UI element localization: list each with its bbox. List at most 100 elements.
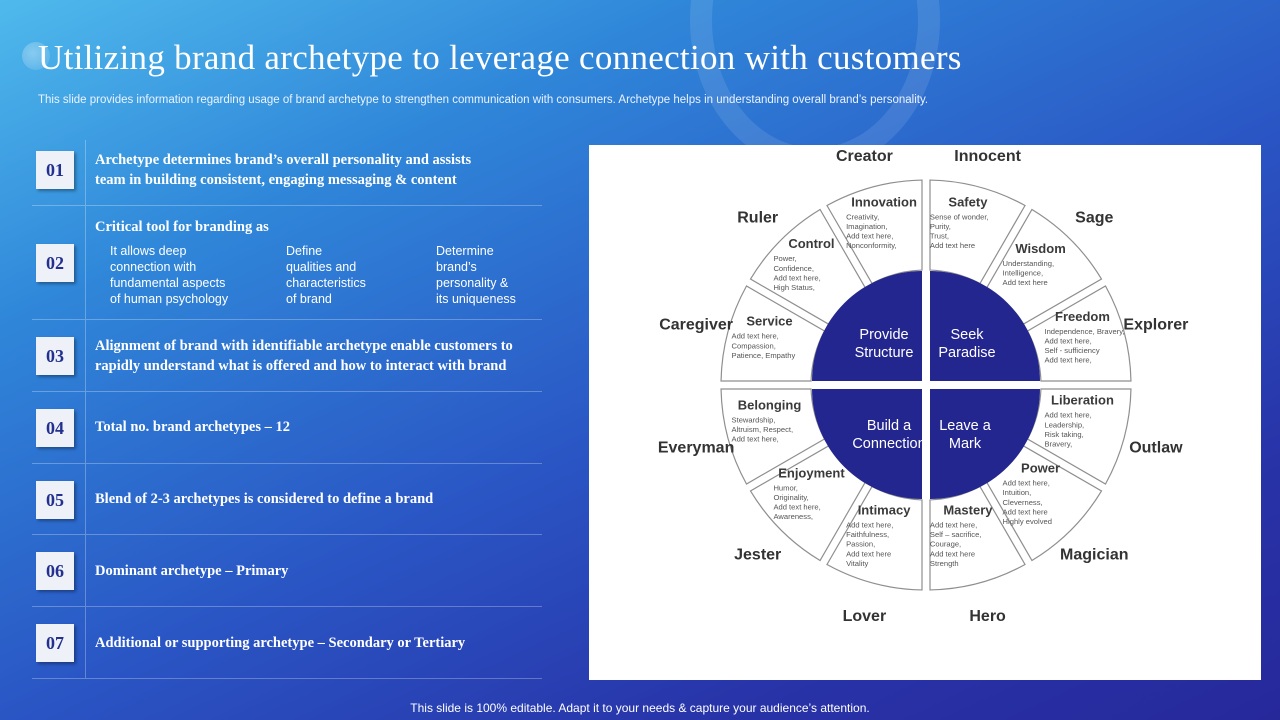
archetype-label: Explorer (1123, 316, 1188, 333)
segment-description: Intelligence, (1003, 269, 1044, 278)
list-item: 01 Archetype determines brand’s overall … (32, 140, 542, 206)
sub-point-line: Determine (436, 244, 494, 258)
segment-description: Add text here, (1003, 479, 1050, 488)
center-quadrant-provide-structure (812, 271, 922, 381)
item-number: 01 (36, 151, 74, 189)
footer-note: This slide is 100% editable. Adapt it to… (410, 701, 870, 715)
item-number: 07 (36, 624, 74, 662)
sub-point-line: connection with (110, 260, 197, 274)
segment-description: Leadership, (1044, 420, 1084, 429)
center-quadrant-label: Structure (855, 345, 914, 361)
item-text: Alignment of brand with identifiable arc… (95, 336, 513, 376)
item-number: 06 (36, 552, 74, 590)
center-quadrant-label: Paradise (938, 345, 995, 361)
segment-heading: Safety (948, 194, 988, 209)
segment-description: Bravery, (1044, 440, 1072, 449)
segment-description: Faithfulness, (846, 530, 889, 539)
segment-description: Understanding, (1003, 259, 1055, 268)
segment-description: Add text here, (773, 273, 820, 282)
item-text-line: Alignment of brand with identifiable arc… (95, 338, 513, 354)
segment-description: Self - sufficiency (1044, 346, 1099, 355)
item-text-line: team in building consistent, engaging me… (95, 172, 457, 188)
segment-description: Compassion, (732, 341, 776, 350)
archetype-label: Jester (734, 546, 781, 563)
center-quadrant-build-a-connection (812, 389, 922, 499)
segment-heading: Innovation (851, 194, 917, 209)
item-text: Additional or supporting archetype – Sec… (95, 635, 466, 651)
segment-description: Add text here, (1044, 411, 1091, 420)
sub-point: It allows deep connection with fundament… (110, 243, 228, 307)
segment-description: Trust, (930, 232, 949, 241)
sub-point: Determine brand’s personality & its uniq… (436, 243, 516, 307)
segment-description: Creativity, (846, 212, 879, 221)
segment-description: Add text here (930, 549, 975, 558)
segment-description: Humor, (773, 483, 797, 492)
sub-point-line: of brand (286, 292, 332, 306)
sub-point-line: its uniqueness (436, 292, 516, 306)
segment-description: Awareness, (773, 512, 813, 521)
segment-description: Add text here (1003, 507, 1048, 516)
list-item: 06 Dominant archetype – Primary (32, 535, 542, 607)
item-text-line: Archetype determines brand’s overall per… (95, 152, 472, 168)
segment-description: Courage, (930, 540, 961, 549)
item-text-line: rapidly understand what is offered and h… (95, 358, 507, 374)
list-item: 02 Critical tool for branding as It allo… (32, 206, 542, 320)
segment-description: Purity, (930, 222, 951, 231)
item-text: Critical tool for branding as (95, 219, 269, 235)
center-quadrant-leave-a-mark (930, 389, 1040, 499)
segment-intimacy (826, 485, 923, 591)
segment-heading: Power (1021, 461, 1060, 476)
sub-point-line: Define (286, 244, 323, 258)
list-item: 03 Alignment of brand with identifiable … (32, 320, 542, 392)
points-list: 01 Archetype determines brand’s overall … (32, 140, 542, 679)
archetype-label: Lover (843, 608, 887, 625)
segment-heading: Freedom (1055, 309, 1110, 324)
archetype-label: Creator (836, 148, 893, 165)
divider (85, 464, 86, 534)
sub-point-line: It allows deep (110, 244, 187, 258)
center-quadrant-label: Connection (852, 436, 925, 452)
divider (85, 140, 86, 205)
sub-point-line: of human psychology (110, 292, 229, 306)
segment-description: Strength (930, 559, 959, 568)
segment-safety (929, 179, 1026, 285)
item-number: 04 (36, 409, 74, 447)
segment-description: Add text here, (773, 503, 820, 512)
divider (85, 607, 86, 678)
segment-description: Add text here, (930, 520, 977, 529)
divider (85, 206, 86, 319)
segment-description: High Status, (773, 283, 814, 292)
divider (85, 392, 86, 463)
archetype-label: Magician (1060, 546, 1128, 563)
segment-heading: Intimacy (858, 502, 912, 517)
slide-subtitle: This slide provides information regardin… (38, 94, 929, 106)
divider (85, 535, 86, 606)
segment-description: Highly evolved (1003, 517, 1052, 526)
center-quadrant-label: Provide (859, 327, 908, 343)
item-number: 02 (36, 244, 74, 282)
segment-description: Independence, Bravery, (1044, 327, 1124, 336)
segment-description: Patience, Empathy (732, 351, 796, 360)
center-quadrant-label: Leave a (939, 418, 992, 434)
segment-description: Add text here, (846, 520, 893, 529)
center-quadrant-seek-paradise (930, 271, 1040, 381)
segment-heading: Belonging (738, 398, 802, 413)
list-item: 04 Total no. brand archetypes – 12 (32, 392, 542, 464)
center-quadrant-label: Mark (949, 436, 982, 452)
segment-heading: Service (746, 314, 792, 329)
segment-description: Originality, (773, 493, 808, 502)
sub-point-line: characteristics (286, 276, 366, 290)
segment-heading: Control (788, 236, 834, 251)
item-text: Archetype determines brand’s overall per… (95, 150, 471, 190)
sub-point-line: qualities and (286, 260, 357, 274)
archetype-label: Innocent (954, 148, 1021, 165)
slide-title: Utilizing brand archetype to leverage co… (38, 38, 962, 77)
sub-point-line: fundamental aspects (110, 276, 226, 290)
item-number: 03 (36, 337, 74, 375)
divider (85, 320, 86, 391)
segment-heading: Liberation (1051, 393, 1114, 408)
segment-description: Add text here, (1044, 336, 1091, 345)
segment-heading: Enjoyment (778, 465, 845, 480)
